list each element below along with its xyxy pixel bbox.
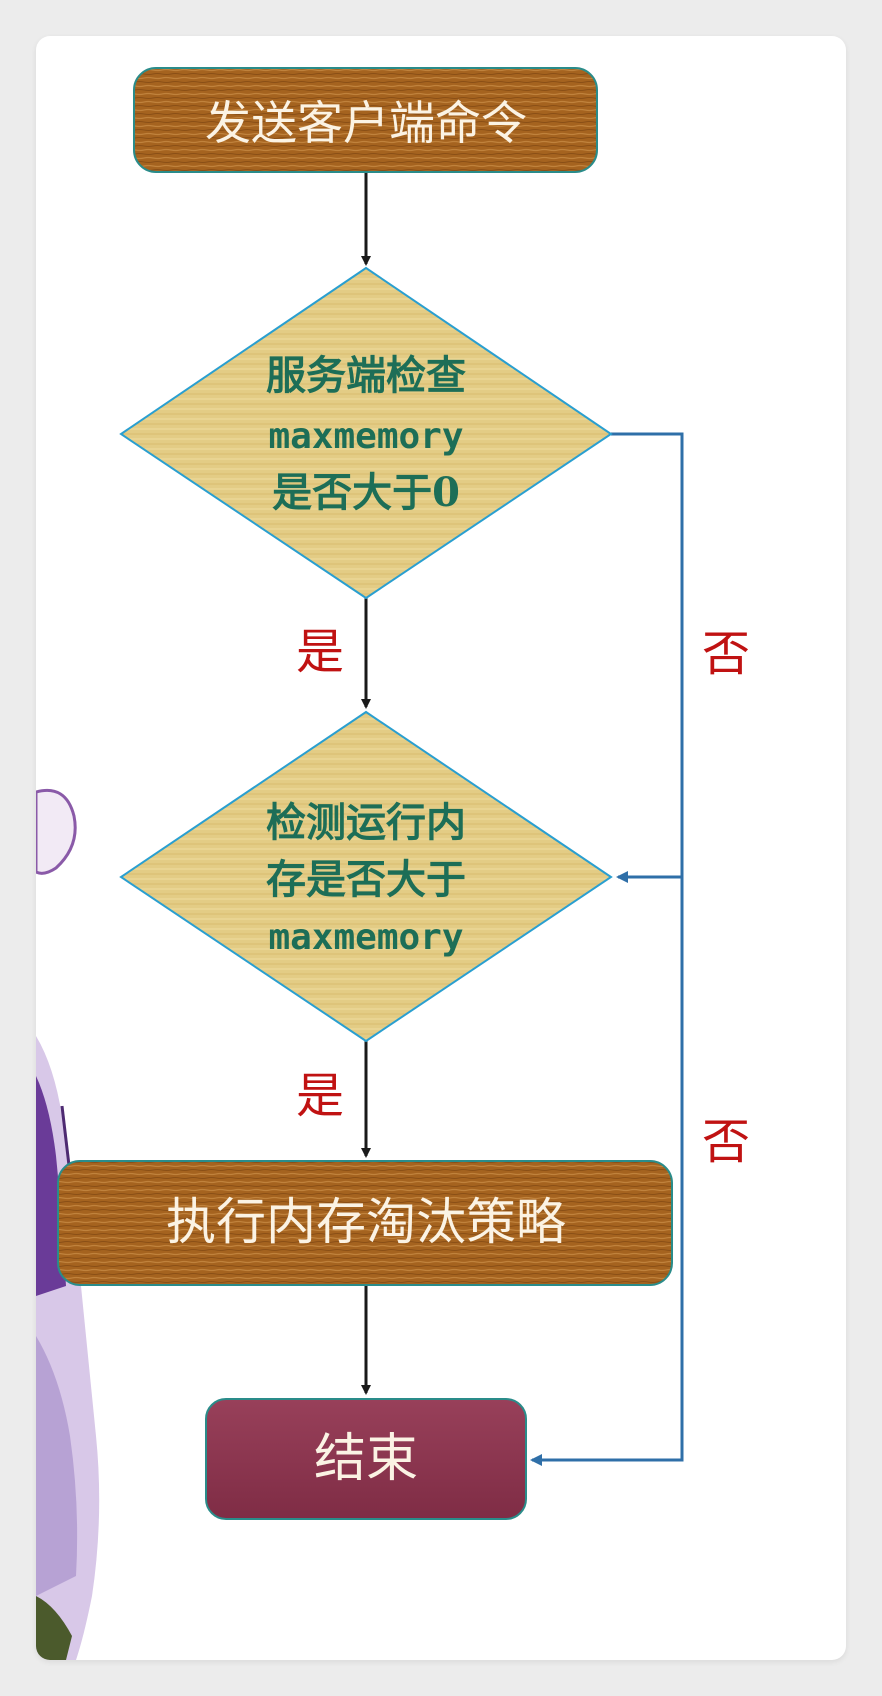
edge-label-yes-1: 是 xyxy=(296,624,344,680)
node-check-running-memory: 检测运行内 存是否大于 maxmemory xyxy=(119,710,613,1043)
image-card: 发送客户端命令 服务端检查 maxmemory 是否大于0 检测运行内 存是否大… xyxy=(36,36,846,1660)
node-end-label: 结束 xyxy=(314,1429,418,1489)
node-check-running-memory-line3: maxmemory xyxy=(268,917,463,958)
edge-label-no-1: 否 xyxy=(702,626,750,682)
flowchart: 发送客户端命令 服务端检查 maxmemory 是否大于0 检测运行内 存是否大… xyxy=(36,67,750,1660)
node-check-running-memory-line1: 检测运行内 xyxy=(266,799,466,846)
node-end: 结束 xyxy=(205,1398,527,1520)
node-check-maxmemory: 服务端检查 maxmemory 是否大于0 xyxy=(119,266,613,600)
node-execute-eviction: 执行内存淘汰策略 xyxy=(57,1160,673,1286)
no-connector-to-memory-check xyxy=(611,432,684,883)
edge-label-yes-2: 是 xyxy=(296,1068,344,1124)
no-connector-to-end xyxy=(530,877,684,1466)
node-check-running-memory-line2: 存是否大于 xyxy=(266,856,466,903)
node-send-command: 发送客户端命令 xyxy=(133,67,598,173)
node-check-maxmemory-line1: 服务端检查 xyxy=(266,352,466,399)
node-check-maxmemory-line3: 是否大于0 xyxy=(272,469,460,516)
node-check-maxmemory-line2: maxmemory xyxy=(268,416,463,457)
node-send-command-label: 发送客户端命令 xyxy=(205,96,527,150)
node-execute-eviction-label: 执行内存淘汰策略 xyxy=(166,1193,566,1251)
edge-label-no-2: 否 xyxy=(702,1114,750,1170)
